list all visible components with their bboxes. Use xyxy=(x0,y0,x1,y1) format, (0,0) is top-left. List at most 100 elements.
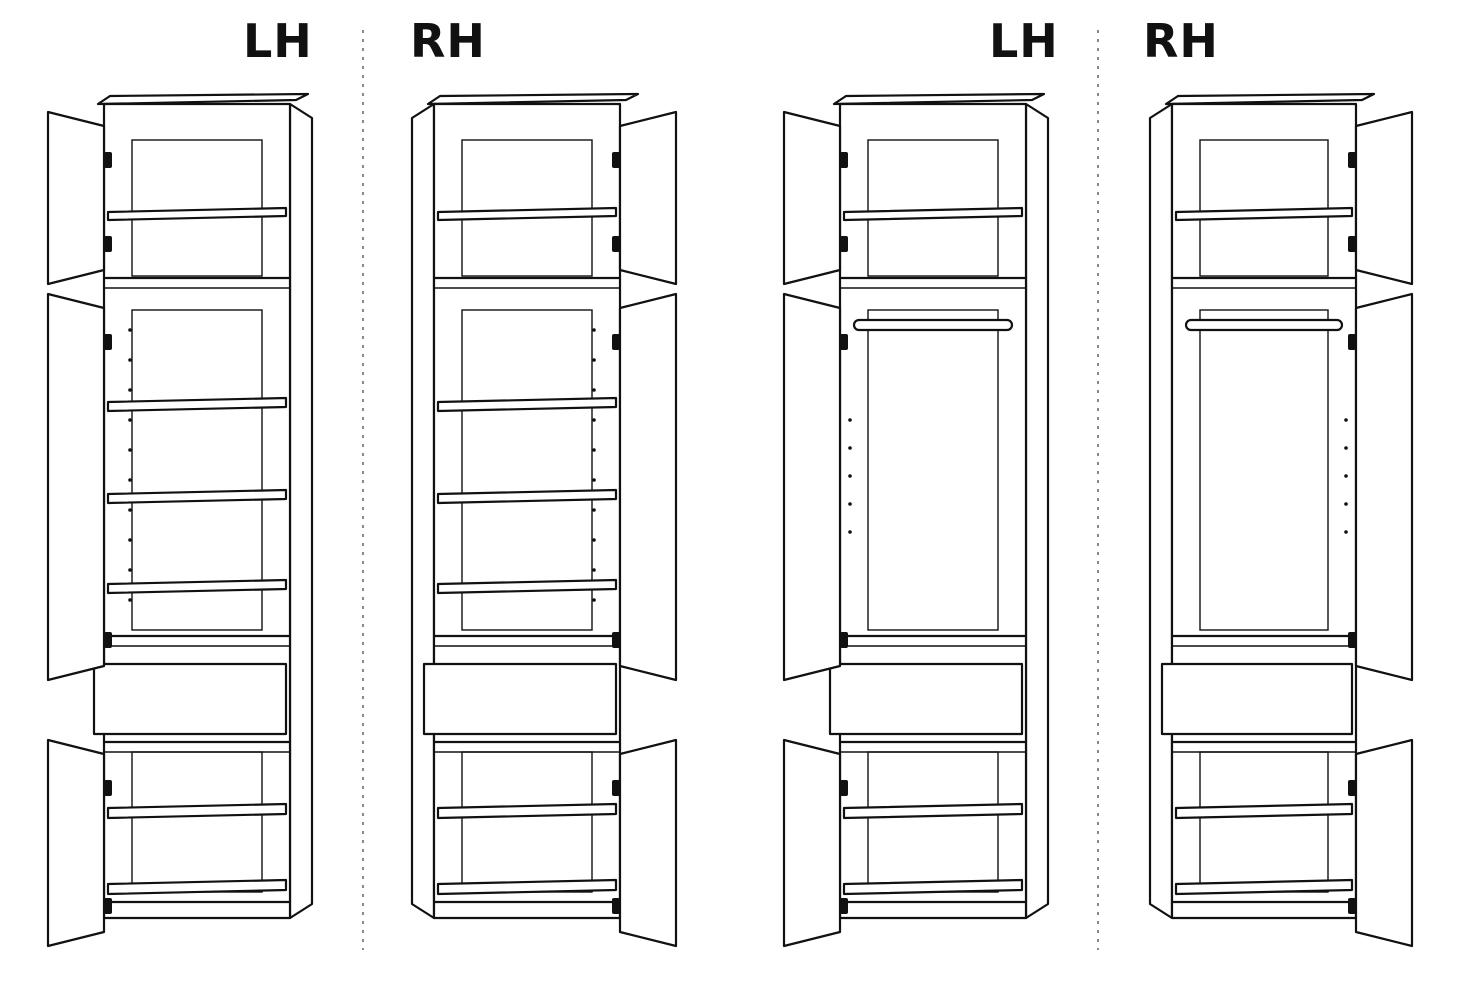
lower-shelf xyxy=(436,802,618,820)
upper-door xyxy=(782,110,842,286)
shelf-pin-hole xyxy=(128,418,132,422)
middle-back xyxy=(131,309,263,631)
top-cap xyxy=(426,92,640,106)
hinge-icon xyxy=(1348,236,1356,252)
shelf-pin-hole xyxy=(592,418,596,422)
hinge-icon xyxy=(840,236,848,252)
upper-shelf xyxy=(436,206,618,222)
upper-shelf xyxy=(106,206,288,222)
top-cap xyxy=(1164,92,1376,106)
shelf-pin-hole xyxy=(128,538,132,542)
hinge-icon xyxy=(612,334,620,350)
hinge-icon xyxy=(104,632,112,648)
middle-back xyxy=(1199,309,1329,631)
hinge-icon xyxy=(104,236,112,252)
carcass xyxy=(432,102,622,920)
shelf-pin-hole xyxy=(128,388,132,392)
side-panel xyxy=(1024,102,1050,920)
hanging-rail xyxy=(852,318,1014,332)
shelf-pin-hole xyxy=(1344,474,1348,478)
hinge-icon xyxy=(612,236,620,252)
hinge-icon xyxy=(840,152,848,168)
shelf-pin-hole xyxy=(128,568,132,572)
shelf-pin-hole xyxy=(848,502,852,506)
bottom-shelf xyxy=(842,878,1024,896)
top-cap xyxy=(832,92,1046,106)
middle-door xyxy=(618,292,678,682)
shelf-pin-hole xyxy=(848,446,852,450)
lower-door xyxy=(46,738,106,948)
hinge-icon xyxy=(104,780,112,796)
drawer-front xyxy=(1160,662,1354,736)
hinge-icon xyxy=(840,780,848,796)
shelf-pin-hole xyxy=(128,448,132,452)
carcass xyxy=(838,102,1028,920)
hinge-icon xyxy=(612,632,620,648)
shelf-pin-hole xyxy=(592,358,596,362)
hand-label-lh-1: LH xyxy=(243,14,313,68)
lower-shelf xyxy=(106,802,288,820)
shelf-pin-hole xyxy=(1344,446,1348,450)
middle-shelf-3 xyxy=(106,578,288,595)
middle-shelf-1 xyxy=(436,396,618,413)
shelf-pin-hole xyxy=(592,568,596,572)
shelf-pin-hole xyxy=(128,358,132,362)
hinge-icon xyxy=(1348,334,1356,350)
upper-door xyxy=(618,110,678,286)
shelf-pin-hole xyxy=(592,388,596,392)
hand-label-rh-2: RH xyxy=(1143,14,1219,68)
shelf-pin-hole xyxy=(128,598,132,602)
hand-label-lh-2: LH xyxy=(989,14,1059,68)
shelf-pin-hole xyxy=(1344,530,1348,534)
middle-shelf-1 xyxy=(106,396,288,413)
shelf-pin-hole xyxy=(592,478,596,482)
hinge-icon xyxy=(104,152,112,168)
shelf-pin-hole xyxy=(592,508,596,512)
cabinet-lh-shelves xyxy=(46,92,314,948)
cabinet-rh-shelves xyxy=(410,92,678,948)
top-cap xyxy=(96,92,310,106)
shelf-pin-hole xyxy=(1344,418,1348,422)
lower-shelf xyxy=(842,802,1024,820)
upper-door xyxy=(46,110,106,286)
hand-label-rh-1: RH xyxy=(410,14,486,68)
side-panel xyxy=(288,102,314,920)
drawer-front xyxy=(92,662,288,736)
drawer-front xyxy=(828,662,1024,736)
drawer-front xyxy=(422,662,618,736)
shelf-pin-hole xyxy=(592,328,596,332)
hinge-icon xyxy=(1348,632,1356,648)
hinge-icon xyxy=(1348,898,1356,914)
shelf-pin-hole xyxy=(592,538,596,542)
side-panel xyxy=(410,102,436,920)
lower-door xyxy=(782,738,842,948)
cabinet-lh-rail xyxy=(782,92,1050,948)
bottom-shelf xyxy=(106,878,288,896)
middle-door xyxy=(1354,292,1414,682)
cabinet-rh-rail xyxy=(1148,92,1414,948)
upper-door xyxy=(1354,110,1414,286)
hinge-icon xyxy=(840,334,848,350)
shelf-pin-hole xyxy=(1344,502,1348,506)
upper-shelf xyxy=(842,206,1024,222)
hinge-icon xyxy=(612,898,620,914)
hinge-icon xyxy=(1348,780,1356,796)
upper-shelf xyxy=(1174,206,1354,222)
hinge-icon xyxy=(612,152,620,168)
side-panel xyxy=(1148,102,1174,920)
hinge-icon xyxy=(612,780,620,796)
lower-shelf xyxy=(1174,802,1354,820)
bottom-shelf xyxy=(1174,878,1354,896)
hinge-icon xyxy=(840,632,848,648)
shelf-pin-hole xyxy=(592,598,596,602)
middle-door xyxy=(782,292,842,682)
shelf-pin-hole xyxy=(848,530,852,534)
hanging-rail xyxy=(1184,318,1344,332)
middle-back xyxy=(461,309,593,631)
middle-shelf-3 xyxy=(436,578,618,595)
carcass xyxy=(1170,102,1358,920)
shelf-pin-hole xyxy=(128,508,132,512)
hinge-icon xyxy=(840,898,848,914)
